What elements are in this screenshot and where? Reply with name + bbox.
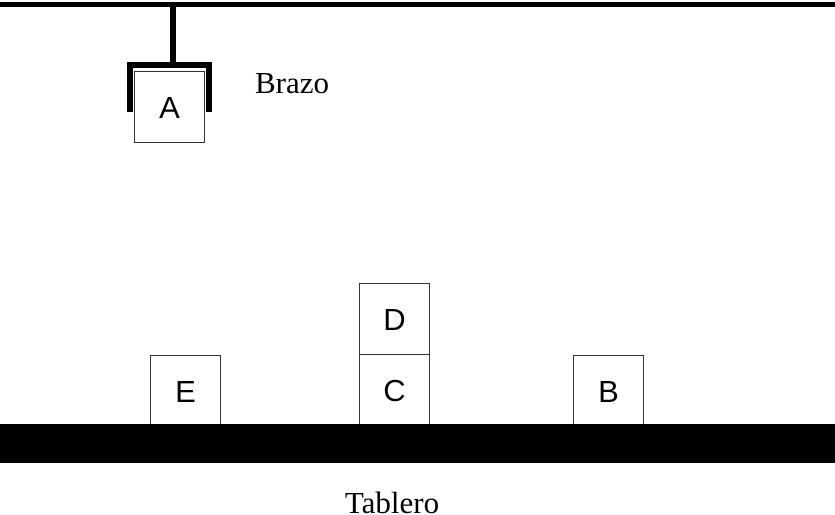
block-d: D xyxy=(359,283,430,355)
block-d-label: D xyxy=(383,302,405,337)
block-e-label: E xyxy=(175,374,196,409)
gripper-left-finger xyxy=(127,62,133,112)
arm-shaft xyxy=(170,7,176,67)
ceiling-rail xyxy=(0,2,835,7)
arm-label: Brazo xyxy=(255,65,329,100)
block-a-label: A xyxy=(159,90,180,125)
block-b: B xyxy=(573,355,644,427)
gripper-right-finger xyxy=(206,62,212,112)
block-c: C xyxy=(359,354,430,426)
board-surface xyxy=(0,424,835,463)
board-label: Tablero xyxy=(345,485,439,515)
robot-arm xyxy=(127,7,212,112)
block-a: A xyxy=(134,71,205,143)
block-b-label: B xyxy=(598,374,619,409)
gripper-top-bar xyxy=(127,62,212,68)
block-c-label: C xyxy=(383,373,405,408)
block-e: E xyxy=(150,355,221,427)
